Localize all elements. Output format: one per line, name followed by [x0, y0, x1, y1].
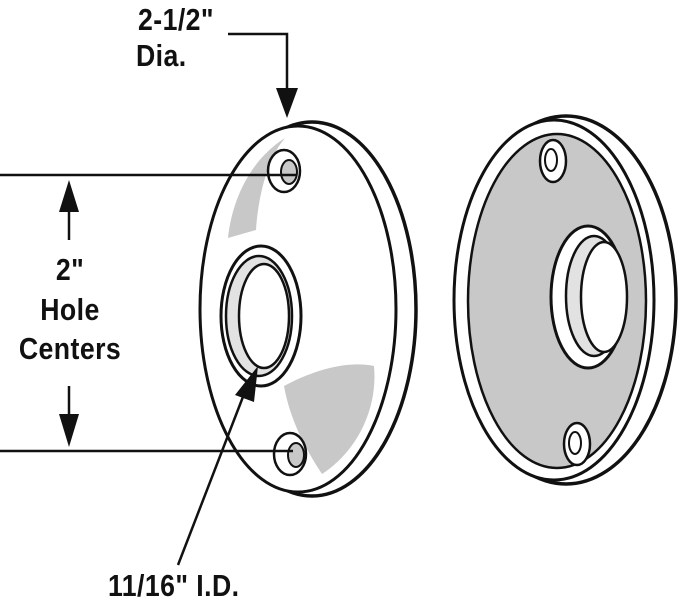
- back-screw-hole-top-inner: [544, 148, 558, 172]
- face-shading-top: [228, 138, 285, 238]
- hole-centers-dimension: [59, 180, 79, 447]
- front-rosette: [198, 120, 418, 498]
- face-shading-bottom: [284, 364, 375, 474]
- hole-centers-label-line2: Hole: [40, 292, 100, 327]
- up-arrowhead: [59, 180, 79, 212]
- back-screw-hole-bottom-inner: [568, 431, 582, 455]
- screw-hole-top-inner: [280, 159, 298, 185]
- id-arrowhead: [235, 366, 258, 402]
- diameter-label-line2: Dia.: [136, 38, 187, 73]
- back-hub-inner: [579, 240, 629, 354]
- hole-centers-label-line1: 2": [55, 252, 85, 287]
- screw-hole-bottom-inner: [287, 442, 305, 468]
- diameter-leader: [228, 32, 298, 118]
- diameter-label-line1: 2-1/2": [138, 2, 214, 37]
- diameter-arrowhead: [276, 88, 298, 118]
- center-hole-inner: [237, 262, 291, 370]
- down-arrowhead: [59, 414, 79, 447]
- back-rosette: [452, 114, 678, 486]
- inner-diameter-label: 11/16" I.D.: [108, 568, 240, 603]
- id-leader: [176, 366, 258, 566]
- hole-centers-label-line3: Centers: [18, 331, 122, 366]
